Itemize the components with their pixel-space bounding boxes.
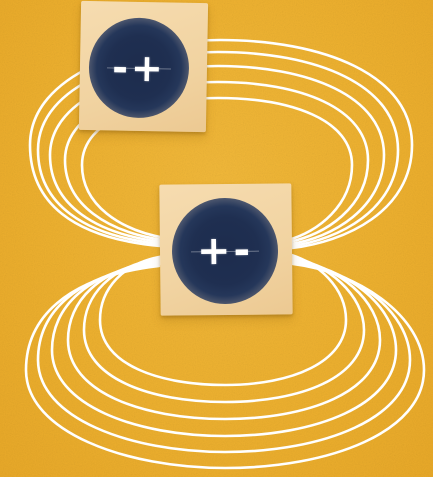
top-magnet-tile: - +: [79, 1, 208, 132]
bottom-magnet-poles: + -: [171, 197, 278, 304]
minus-sign: -: [233, 228, 253, 274]
top-magnet-disc: - +: [88, 17, 190, 119]
bottom-magnet-tile: + -: [159, 183, 292, 315]
plus-sign: +: [131, 46, 167, 91]
top-magnet-poles: - +: [88, 17, 190, 119]
bottom-magnet-disc: + -: [171, 197, 278, 304]
minus-sign: -: [112, 45, 132, 89]
plus-sign: +: [197, 228, 234, 274]
